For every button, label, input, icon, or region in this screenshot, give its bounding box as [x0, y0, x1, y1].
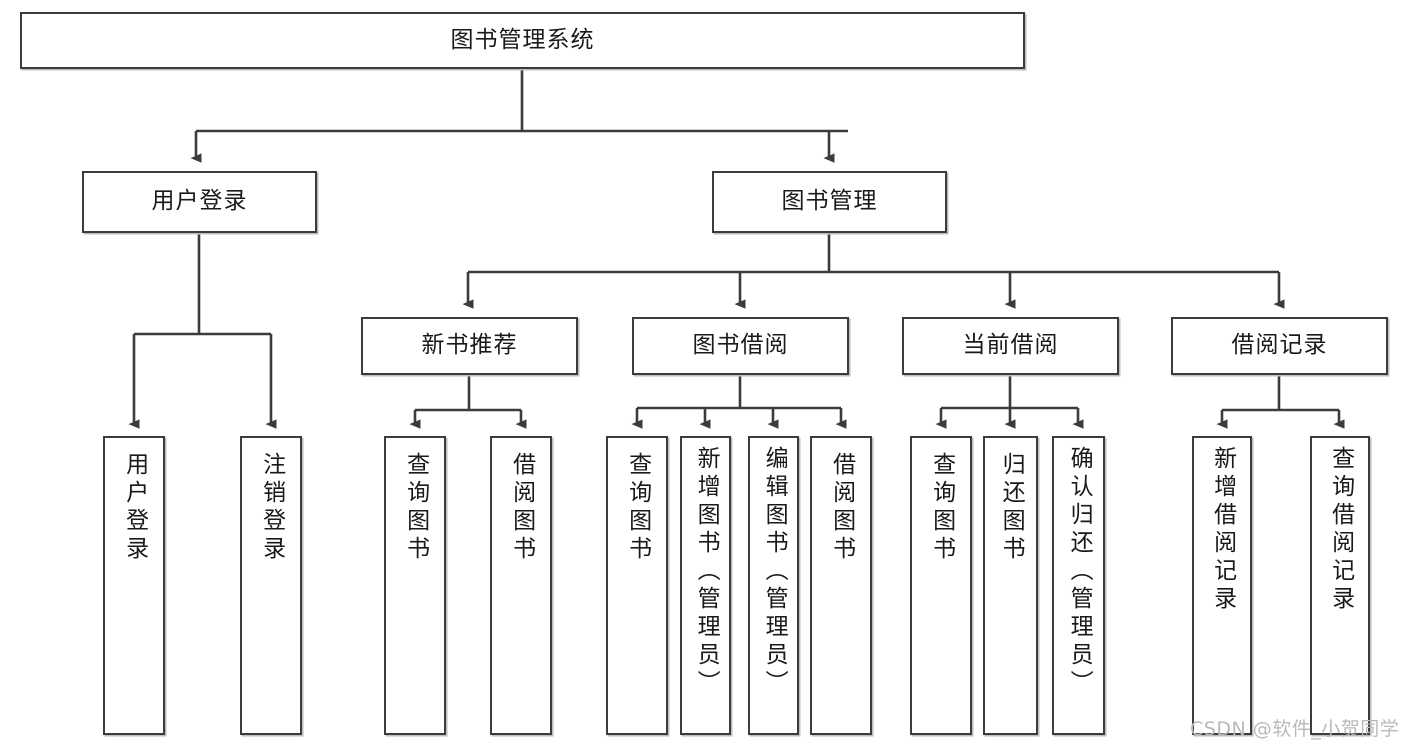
node-label: 新增借阅记录 [1209, 446, 1236, 614]
node-label: 借阅记录 [1231, 332, 1328, 359]
node-label: 新书推荐 [421, 332, 518, 359]
node-label: 用户登录 [151, 188, 248, 215]
leaf-borrow-book-recommend[interactable]: 借阅图书 [490, 436, 552, 735]
node-label: 借阅图书 [508, 452, 535, 564]
node-label: 注销登录 [258, 452, 285, 564]
leaf-query-book-borrow[interactable]: 查询图书 [606, 436, 668, 735]
leaf-user-login[interactable]: 用户登录 [103, 436, 165, 735]
leaf-edit-book-admin[interactable]: 编辑图书（管理员） [748, 436, 799, 735]
leaf-borrow-book[interactable]: 借阅图书 [810, 436, 872, 735]
node-label: 查询图书 [928, 452, 955, 564]
node-label: 确认归还（管理员） [1066, 446, 1093, 698]
node-current-borrow[interactable]: 当前借阅 [902, 317, 1119, 375]
node-borrow-records[interactable]: 借阅记录 [1171, 317, 1388, 375]
node-root[interactable]: 图书管理系统 [20, 12, 1025, 69]
csdn-watermark: CSDN @软件_小贺同学 [1190, 718, 1400, 740]
node-label: 图书借阅 [692, 332, 789, 359]
node-book-management[interactable]: 图书管理 [712, 171, 947, 233]
node-label: 图书管理系统 [450, 26, 595, 53]
node-label: 借阅图书 [828, 452, 855, 564]
leaf-query-book-recommend[interactable]: 查询图书 [384, 436, 446, 735]
node-label: 图书管理 [781, 188, 878, 215]
leaf-add-book-admin[interactable]: 新增图书（管理员） [680, 436, 731, 735]
leaf-add-borrow-record[interactable]: 新增借阅记录 [1192, 436, 1252, 735]
node-label: 查询图书 [402, 452, 429, 564]
leaf-logout[interactable]: 注销登录 [240, 436, 302, 735]
leaf-query-borrow-record[interactable]: 查询借阅记录 [1310, 436, 1370, 735]
node-book-borrow[interactable]: 图书借阅 [632, 317, 849, 375]
leaf-return-book[interactable]: 归还图书 [983, 436, 1038, 735]
leaf-confirm-return-admin[interactable]: 确认归还（管理员） [1052, 436, 1105, 735]
leaf-query-book-current[interactable]: 查询图书 [910, 436, 972, 735]
node-new-book-recommend[interactable]: 新书推荐 [361, 317, 578, 375]
node-label: 用户登录 [121, 452, 148, 564]
node-label: 归还图书 [998, 452, 1025, 564]
node-label: 当前借阅 [962, 332, 1059, 359]
node-label: 查询图书 [624, 452, 651, 564]
node-user-login[interactable]: 用户登录 [82, 171, 317, 233]
node-label: 编辑图书（管理员） [761, 446, 788, 698]
node-label: 新增图书（管理员） [693, 446, 720, 698]
node-label: 查询借阅记录 [1327, 446, 1354, 614]
